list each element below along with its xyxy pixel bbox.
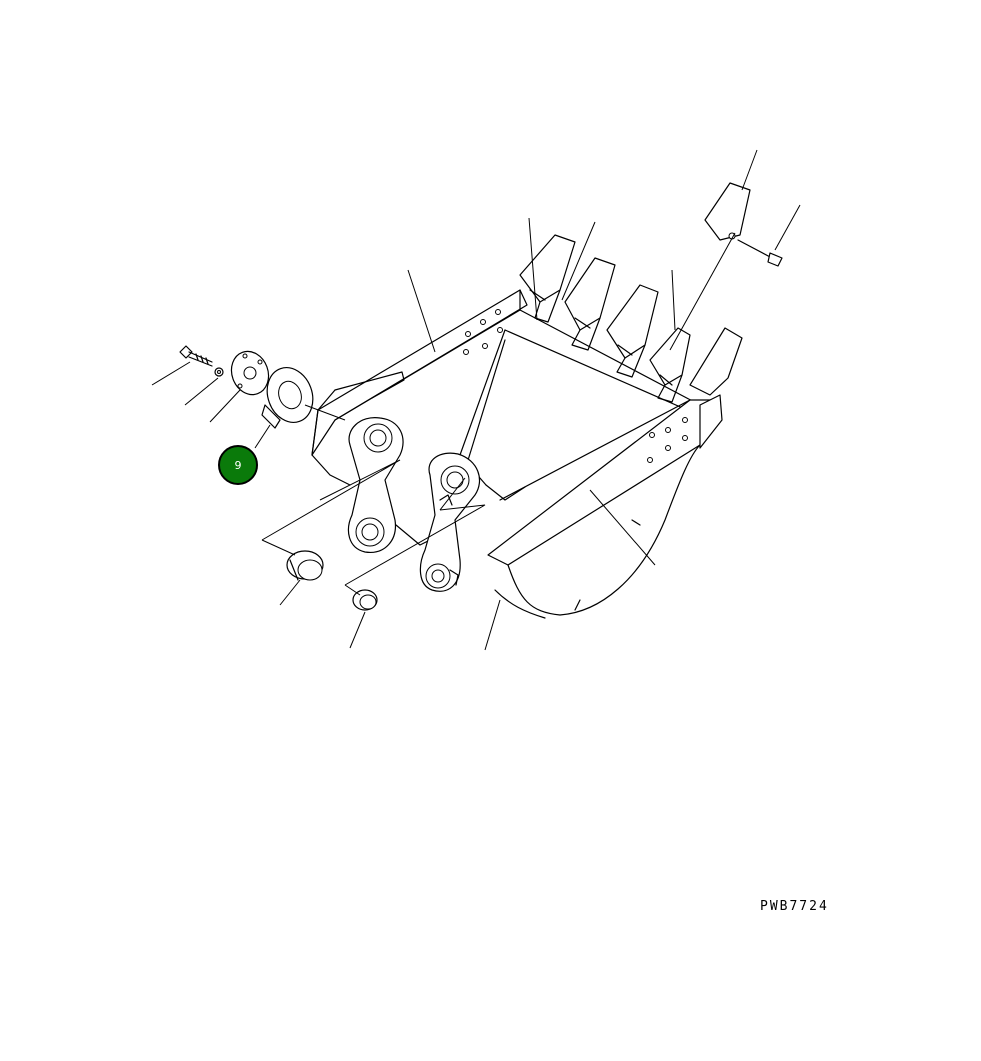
callout-label: 9 [235, 459, 242, 472]
callout-circle [218, 445, 258, 485]
leader-lines [151, 149, 801, 651]
teeth-row [519, 182, 783, 403]
bushings [286, 550, 378, 611]
callout-9[interactable]: 9 [218, 445, 258, 485]
bucket-body [311, 289, 723, 619]
exploded-hardware [179, 345, 314, 429]
mounting-brackets [347, 417, 480, 592]
drawing-code: PWB7724 [760, 899, 829, 914]
